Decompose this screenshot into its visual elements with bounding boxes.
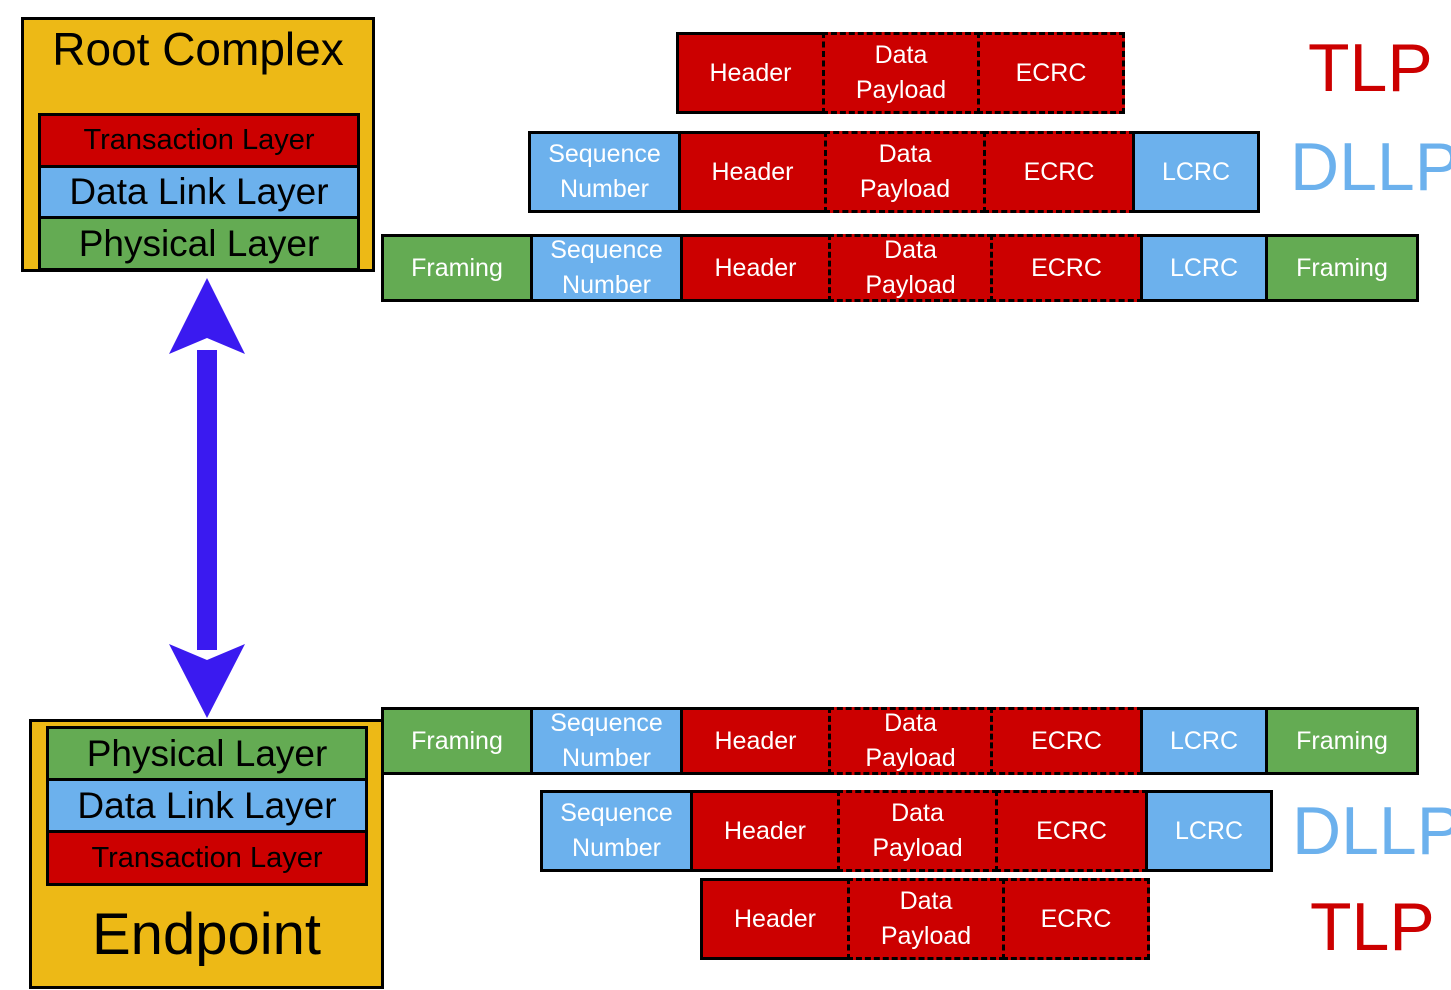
dllp-bottom-ecrc: ECRC xyxy=(995,790,1148,872)
dllp-top-data-payload: Data Payload xyxy=(824,131,986,213)
tlp-bottom-label: TLP xyxy=(1310,889,1435,965)
frame-bottom-sequence-number: Sequence Number xyxy=(530,707,683,775)
root-complex-title: Root Complex xyxy=(52,23,344,75)
endpoint-layer-stack: Physical Layer Data Link Layer Transacti… xyxy=(46,726,368,886)
bidirectional-arrow-icon xyxy=(169,278,245,718)
frame-bottom-framing-start: Framing xyxy=(381,707,533,775)
root-data-link-layer: Data Link Layer xyxy=(38,165,360,219)
dllp-bottom-label: DLLP xyxy=(1292,793,1451,869)
tlp-top-data-payload: Data Payload xyxy=(822,32,980,114)
tlp-bottom-ecrc: ECRC xyxy=(1002,878,1150,960)
frame-bottom-framing-end: Framing xyxy=(1265,707,1419,775)
root-complex-layer-stack: Transaction Layer Data Link Layer Physic… xyxy=(38,113,360,271)
frame-top-sequence-number: Sequence Number xyxy=(530,234,683,302)
frame-bottom-data-payload: Data Payload xyxy=(828,707,993,775)
frame-top-ecrc: ECRC xyxy=(990,234,1143,302)
endpoint-physical-layer: Physical Layer xyxy=(46,726,368,781)
dllp-top-lcrc: LCRC xyxy=(1132,131,1260,213)
frame-top-framing-end: Framing xyxy=(1265,234,1419,302)
tlp-top-label: TLP xyxy=(1308,30,1433,106)
dllp-top-ecrc: ECRC xyxy=(983,131,1135,213)
tlp-top-header: Header xyxy=(676,32,825,114)
endpoint-transaction-layer: Transaction Layer xyxy=(46,830,368,886)
frame-bottom-header: Header xyxy=(680,707,831,775)
endpoint-box: Physical Layer Data Link Layer Transacti… xyxy=(29,719,384,989)
dllp-top-header: Header xyxy=(678,131,827,213)
frame-bottom-lcrc: LCRC xyxy=(1140,707,1268,775)
dllp-bottom-lcrc: LCRC xyxy=(1145,790,1273,872)
tlp-bottom-data-payload: Data Payload xyxy=(847,878,1005,960)
root-transaction-layer: Transaction Layer xyxy=(38,113,360,168)
frame-top-data-payload: Data Payload xyxy=(828,234,993,302)
frame-top-lcrc: LCRC xyxy=(1140,234,1268,302)
endpoint-data-link-layer: Data Link Layer xyxy=(46,778,368,833)
tlp-top-ecrc: ECRC xyxy=(977,32,1125,114)
endpoint-title: Endpoint xyxy=(92,902,321,967)
dllp-bottom-header: Header xyxy=(690,790,840,872)
frame-top-framing-start: Framing xyxy=(381,234,533,302)
dllp-top-sequence-number: Sequence Number xyxy=(528,131,681,213)
root-physical-layer: Physical Layer xyxy=(38,216,360,271)
frame-top-header: Header xyxy=(680,234,831,302)
root-complex-box: Root Complex Transaction Layer Data Link… xyxy=(21,17,375,272)
tlp-bottom-header: Header xyxy=(700,878,850,960)
dllp-top-label: DLLP xyxy=(1290,129,1451,205)
dllp-bottom-sequence-number: Sequence Number xyxy=(540,790,693,872)
frame-bottom-ecrc: ECRC xyxy=(990,707,1143,775)
dllp-bottom-data-payload: Data Payload xyxy=(837,790,998,872)
